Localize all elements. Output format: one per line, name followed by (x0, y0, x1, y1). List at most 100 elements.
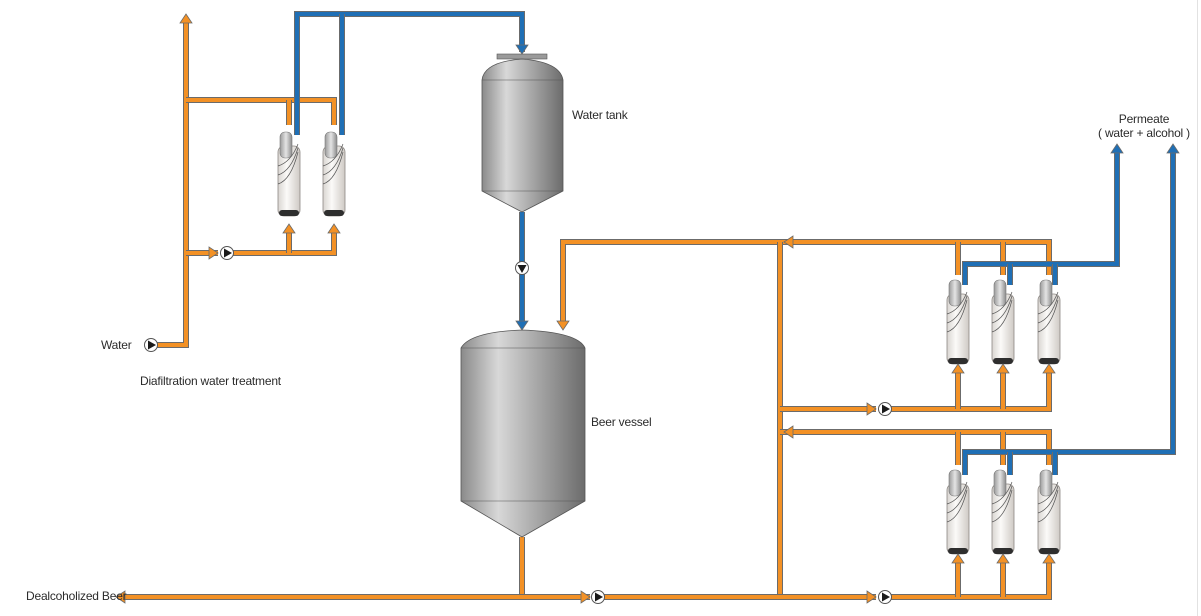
module-cap (1039, 279, 1053, 307)
module-swirl (946, 295, 968, 324)
treated-water-line-1-fill (295, 12, 524, 135)
module-swirl (277, 143, 299, 167)
module-base (1039, 548, 1059, 554)
pump-glyph (882, 592, 890, 602)
module-cap (948, 279, 962, 307)
flow-arrow-icon (515, 44, 529, 55)
lower-bank-module-2 (991, 469, 1015, 555)
pipes-layer (122, 11, 1176, 600)
module-cap (948, 469, 962, 497)
treatment-bottom-header-fill (232, 230, 336, 255)
module-swirl (991, 481, 1013, 505)
flow-arrow-icon (1110, 143, 1124, 154)
treatment-module-2 (322, 131, 346, 217)
flow-arrow-icon (951, 553, 965, 564)
treatment-bottom-header-outline (232, 230, 337, 256)
module-swirl (1037, 485, 1059, 514)
water-tank-label: Water tank (572, 108, 628, 122)
beer-vessel-label: Beer vessel (591, 415, 652, 429)
module-cap (324, 131, 338, 159)
flow-arrow-icon (951, 363, 965, 374)
module-cap (279, 131, 293, 159)
module-swirl (1037, 295, 1059, 324)
pump-icon (220, 246, 234, 260)
equipment-layer (277, 53, 1061, 555)
flow-arrow-icon (1166, 143, 1180, 154)
module-swirl (1037, 299, 1059, 333)
module-swirl (322, 143, 344, 167)
upper-return-header-outline (560, 239, 1052, 326)
module-swirl (946, 489, 968, 523)
pump-icon (144, 338, 158, 352)
upper-bank-module-3 (1037, 279, 1061, 365)
module-cap (1039, 469, 1053, 497)
flow-arrow-icon (866, 402, 877, 416)
module-base (993, 548, 1013, 554)
pump-glyph (517, 265, 527, 273)
water-feed-pipe-fill (157, 20, 188, 347)
module-swirl (946, 299, 968, 333)
water-tank-flange (496, 53, 548, 60)
water-tank-body (481, 58, 564, 213)
overlay-layer (115, 13, 1180, 604)
water-feed-pipe-outline (157, 20, 189, 348)
flow-arrow-icon (996, 553, 1010, 564)
flow-arrow-icon (327, 223, 341, 234)
pump-icon (878, 590, 892, 604)
permeate-label-line1: Permeate (1118, 112, 1170, 126)
treatment-module-1 (277, 131, 301, 217)
pump-icon (515, 261, 529, 275)
upper-bank-module-2 (991, 279, 1015, 365)
water-treatment-label: Diafiltration water treatment (140, 374, 281, 388)
flow-arrow-icon (179, 13, 193, 24)
module-base (993, 358, 1013, 364)
treated-water-line-1 (294, 11, 525, 135)
pump-glyph (148, 340, 156, 350)
module-swirl (991, 485, 1013, 514)
lower-permeate-header (962, 150, 1176, 475)
beer-vessel-body (460, 329, 586, 538)
flow-arrow-icon (783, 235, 794, 249)
module-swirl (946, 485, 968, 514)
module-swirl (991, 299, 1013, 333)
upper-bank-module-1 (946, 279, 970, 365)
permeate-label: Permeate ( water + alcohol ) (1082, 112, 1201, 140)
flow-arrow-icon (866, 590, 877, 604)
flow-arrow-icon (996, 363, 1010, 374)
flow-arrow-icon (580, 590, 591, 604)
pump-glyph (882, 404, 890, 414)
lower-bank-module-3 (1037, 469, 1061, 555)
flow-arrow-icon (282, 223, 296, 234)
flow-arrow-icon (783, 425, 794, 439)
module-swirl (991, 291, 1013, 315)
page-edge (1197, 0, 1198, 616)
module-swirl (1037, 489, 1059, 523)
module-swirl (946, 291, 968, 315)
water-inlet-label: Water (101, 338, 132, 352)
module-base (1039, 358, 1059, 364)
module-swirl (322, 147, 344, 176)
flow-arrow-icon (1042, 553, 1056, 564)
upper-feed-header-fill (890, 370, 1051, 411)
module-swirl (322, 151, 344, 185)
lower-feed-header-outline (890, 560, 1052, 600)
module-cap (993, 469, 1007, 497)
module-base (324, 210, 344, 216)
pump-glyph (224, 248, 232, 258)
module-swirl (1037, 481, 1059, 505)
module-base (948, 358, 968, 364)
module-cap (993, 279, 1007, 307)
module-base (279, 210, 299, 216)
flow-arrow-icon (208, 246, 219, 260)
pump-glyph (595, 592, 603, 602)
upper-permeate-header (962, 150, 1120, 285)
beer-vessel (460, 329, 586, 538)
lower-feed-header (890, 560, 1052, 600)
upper-feed-header (890, 370, 1052, 412)
lower-feed-header-fill (890, 560, 1051, 599)
module-swirl (277, 147, 299, 176)
upper-return-header (560, 239, 1052, 326)
pump-icon (878, 402, 892, 416)
water-tank (481, 53, 564, 213)
